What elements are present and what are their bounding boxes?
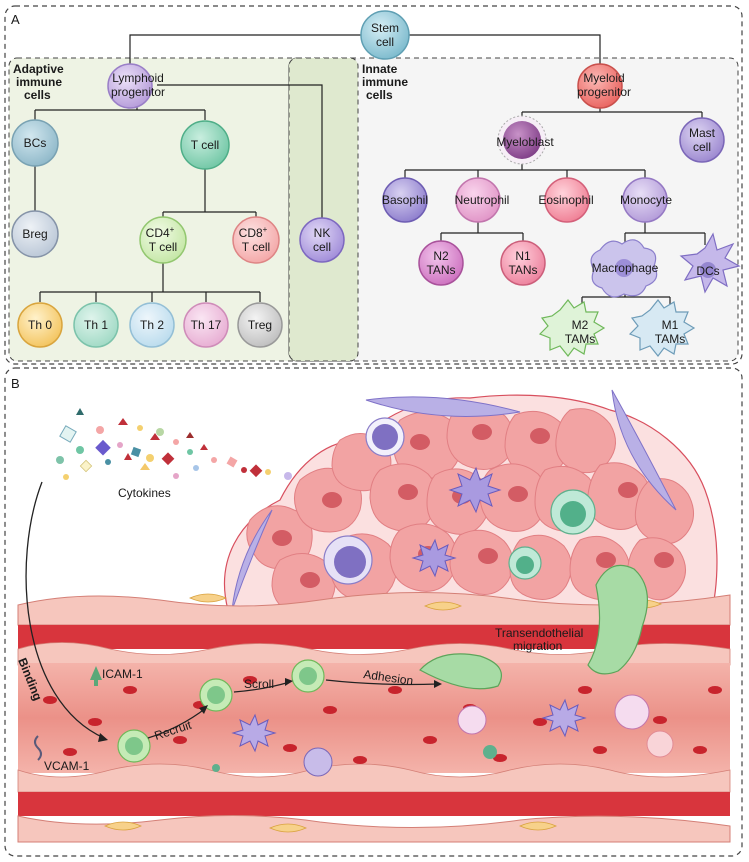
- macrophage-node: Macrophage: [590, 239, 659, 298]
- nk-label-1: NK: [314, 226, 331, 240]
- adaptive-title-line2: immune: [16, 75, 62, 89]
- basophil-node: Basophil: [382, 177, 428, 223]
- monocyte-label: Monocyte: [620, 193, 672, 207]
- th0-label: Th 0: [28, 318, 52, 332]
- adaptive-title-line1: Adaptive: [13, 62, 64, 76]
- recruit-arrowhead: [199, 705, 208, 714]
- binding-arrowhead: [98, 733, 108, 742]
- transendothelial-label-2: migration: [513, 639, 562, 653]
- th17-label: Th 17: [191, 318, 222, 332]
- m1-label-2: TAMs: [655, 332, 685, 346]
- innate-title-line2: immune: [362, 75, 408, 89]
- scroll-arrowhead: [285, 678, 293, 686]
- stem-cell-node: Stem cell: [360, 10, 410, 60]
- fibroblast-right: [611, 389, 677, 511]
- innate-title-line1: Innate: [362, 62, 398, 76]
- n1-tans-node: N1 TANs: [500, 240, 546, 286]
- mast-label-2: cell: [693, 140, 711, 154]
- myeloid-label-2: progenitor: [577, 85, 631, 99]
- m2-tams-node: M2 TAMs: [538, 299, 606, 357]
- lymphoid-label-1: Lymphoid: [112, 71, 164, 85]
- adhesion-arrow: [325, 679, 439, 686]
- mast-cell-node: Mast cell: [679, 117, 725, 163]
- eosinophil-node: Eosinophil: [538, 177, 594, 223]
- cytokines-label: Cytokines: [118, 486, 171, 500]
- adhesion-arrowhead: [434, 680, 442, 688]
- cd8-label-1: CD8+: [239, 225, 268, 240]
- binding-arrow: [25, 481, 105, 739]
- icam-icon: [90, 666, 102, 686]
- recruit-arrow: [147, 707, 207, 739]
- m2-label-2: TAMs: [565, 332, 595, 346]
- transendothelial-label-1: Transendothelial: [495, 626, 583, 640]
- th0-node: Th 0: [17, 302, 63, 348]
- adhesion-label: Adhesion: [363, 667, 415, 688]
- n2-label-1: N2: [433, 249, 449, 263]
- th1-label: Th 1: [84, 318, 108, 332]
- macrophage-label: Macrophage: [592, 261, 659, 275]
- m2-label-1: M2: [572, 318, 589, 332]
- cytokine-particles: [56, 408, 292, 480]
- n1-label-2: TANs: [508, 263, 537, 277]
- adaptive-title-line3: cells: [24, 88, 51, 102]
- basophil-label: Basophil: [382, 193, 428, 207]
- mast-label-1: Mast: [689, 126, 716, 140]
- cd4-t-cell-node: CD4+ T cell: [139, 216, 187, 264]
- n2-tans-node: N2 TANs: [418, 240, 464, 286]
- th1-node: Th 1: [73, 302, 119, 348]
- eosinophil-label: Eosinophil: [538, 193, 593, 207]
- th2-node: Th 2: [129, 302, 175, 348]
- breg-node: Breg: [11, 210, 59, 258]
- tumor-immune-cells: [323, 417, 596, 585]
- stem-cell-label-2: cell: [376, 35, 394, 49]
- n2-label-2: TANs: [426, 263, 455, 277]
- nk-overlap-band: [288, 57, 359, 362]
- cd8-label-2: T cell: [242, 240, 270, 254]
- icam-label: ICAM-1: [102, 667, 143, 681]
- neutrophil-label: Neutrophil: [455, 193, 510, 207]
- myeloblast-node: Myeloblast: [496, 115, 554, 165]
- panel-b-letter: B: [11, 376, 20, 391]
- myeloid-label-1: Myeloid: [583, 71, 624, 85]
- t-cell-node: T cell: [180, 120, 230, 170]
- dcs-node: DCs: [679, 232, 741, 294]
- neutrophil-node: Neutrophil: [455, 177, 510, 223]
- bcs-label: BCs: [24, 136, 47, 150]
- myeloid-progenitor-node: Myeloid progenitor: [577, 63, 631, 109]
- panel-a-letter: A: [11, 12, 20, 27]
- cd8-t-cell-node: CD8+ T cell: [232, 216, 280, 264]
- n1-label-1: N1: [515, 249, 531, 263]
- treg-node: Treg: [237, 302, 283, 348]
- dcs-label: DCs: [696, 264, 719, 278]
- vcam-icon: [34, 735, 42, 761]
- innate-title-line3: cells: [366, 88, 393, 102]
- cd4-label-2: T cell: [149, 240, 177, 254]
- scroll-label: Scroll: [244, 677, 274, 691]
- bcs-node: BCs: [11, 119, 59, 167]
- lymphoid-progenitor-node: Lymphoid progenitor: [107, 63, 165, 109]
- th17-node: Th 17: [183, 302, 229, 348]
- stem-cell-label-1: Stem: [371, 21, 399, 35]
- th2-label: Th 2: [140, 318, 164, 332]
- leukocyte-migration: [117, 564, 648, 763]
- breg-label: Breg: [22, 227, 47, 241]
- myeloblast-label: Myeloblast: [496, 135, 554, 149]
- vcam-label: VCAM-1: [44, 759, 90, 773]
- nk-cell-node: NK cell: [299, 217, 345, 263]
- panel-b-frame: [4, 367, 743, 857]
- monocyte-node: Monocyte: [620, 177, 672, 223]
- nk-label-2: cell: [313, 240, 331, 254]
- t-cell-label: T cell: [191, 138, 219, 152]
- panel-a-frame: [4, 5, 743, 365]
- m1-tams-node: M1 TAMs: [628, 299, 696, 357]
- red-blood-cells: [43, 676, 722, 764]
- cd4-label-1: CD4+: [146, 225, 175, 240]
- treg-label: Treg: [248, 318, 272, 332]
- fibroblast-top: [365, 396, 521, 417]
- lumen-immune-cells: [212, 694, 674, 777]
- lymphoid-label-2: progenitor: [111, 85, 165, 99]
- m1-label-1: M1: [662, 318, 679, 332]
